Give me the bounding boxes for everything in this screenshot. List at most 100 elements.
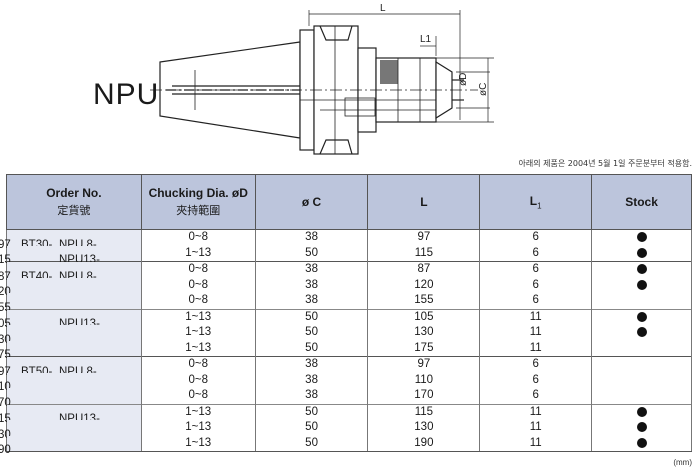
- stock-cell: [591, 325, 692, 341]
- stock-dot-icon: [636, 327, 647, 338]
- header-l: L: [367, 174, 481, 230]
- l-cell: 155: [367, 293, 481, 309]
- l-cell: 115: [367, 403, 481, 420]
- stock-cell: [591, 372, 692, 388]
- order-size: 110: [0, 381, 11, 394]
- l-cell: 97: [367, 356, 481, 373]
- order-cell: 190: [0, 435, 142, 456]
- l-cell: 115: [367, 245, 481, 262]
- l-cell: 170: [367, 388, 481, 404]
- spec-table-body: BT30-NPU 8-970~838976NPU13-1151~13501156…: [0, 229, 692, 456]
- chuck-cell: 1~13: [140, 325, 256, 341]
- header-order-sub: 定貨號: [57, 204, 91, 217]
- c-cell: 38: [254, 261, 369, 278]
- header-c: ø C: [254, 174, 369, 230]
- l1-cell: 6: [479, 261, 593, 278]
- l1-cell: 6: [479, 229, 593, 246]
- l1-cell: 11: [479, 308, 593, 325]
- order-size: 130: [0, 428, 11, 441]
- chuck-cell: 0~8: [140, 293, 256, 309]
- stock-dot-icon: [636, 279, 647, 290]
- header-chuck-sub: 夾持範圍: [176, 204, 221, 217]
- c-cell: 50: [254, 435, 369, 452]
- chuck-cell: 0~8: [140, 372, 256, 388]
- c-cell: 50: [254, 420, 369, 436]
- order-size: 175: [0, 349, 11, 362]
- dim-label-l: L: [380, 3, 386, 14]
- order-size: 115: [0, 254, 11, 267]
- order-cell: 175: [0, 340, 142, 361]
- header-chuck: Chucking Dia. øD 夾持範圍: [140, 174, 256, 230]
- dim-label-d: øD: [458, 73, 469, 86]
- model-name: NPU: [93, 78, 160, 111]
- order-size: 120: [0, 286, 11, 299]
- unit-label: (mm): [673, 458, 692, 467]
- c-cell: 38: [254, 356, 369, 373]
- c-cell: 38: [254, 372, 369, 388]
- order-size: 105: [0, 318, 11, 331]
- order-cell: NPU13-105: [0, 308, 142, 330]
- stock-cell: [591, 356, 692, 373]
- stock-dot-icon: [636, 232, 647, 243]
- stock-cell: [591, 340, 692, 357]
- l1-cell: 11: [479, 403, 593, 420]
- chuck-cell: 0~8: [140, 356, 256, 373]
- order-size: 170: [0, 396, 11, 409]
- stock-dot-icon: [636, 437, 647, 448]
- l1-cell: 6: [479, 356, 593, 373]
- order-cell: 155: [0, 293, 142, 314]
- order-size: 97: [0, 238, 11, 251]
- l1-cell: 6: [479, 245, 593, 262]
- l-cell: 130: [367, 420, 481, 436]
- dim-label-l1: L1: [420, 34, 432, 45]
- chuck-cell: 1~13: [140, 420, 256, 436]
- order-size: 115: [0, 413, 11, 426]
- order-cell: BT30-NPU 8-97: [0, 229, 142, 251]
- tool-holder-drawing: L L1 øD øC: [150, 3, 494, 155]
- order-cell: NPU13-115: [0, 245, 142, 266]
- stock-cell: [591, 277, 692, 293]
- c-cell: 50: [254, 340, 369, 357]
- chuck-cell: 1~13: [140, 245, 256, 262]
- stock-dot-icon: [636, 311, 647, 322]
- l1-cell: 6: [479, 388, 593, 404]
- chuck-cell: 0~8: [140, 388, 256, 404]
- order-cell: 130: [0, 325, 142, 346]
- header-chuck-label: Chucking Dia. øD: [148, 186, 248, 200]
- stock-dot-icon: [636, 247, 647, 258]
- order-size: 87: [0, 270, 11, 283]
- c-cell: 50: [254, 308, 369, 325]
- stock-dot-icon: [636, 422, 647, 433]
- spec-table: Order No. 定貨號 Chucking Dia. øD 夾持範圍 ø C …: [0, 174, 692, 456]
- header-order: Order No. 定貨號: [6, 174, 142, 230]
- header-l1-sub: 1: [537, 201, 542, 211]
- chuck-cell: 1~13: [140, 308, 256, 325]
- l-cell: 87: [367, 261, 481, 278]
- header-order-label: Order No.: [46, 186, 102, 200]
- header-stock: Stock: [591, 174, 692, 230]
- c-cell: 38: [254, 229, 369, 246]
- chuck-cell: 1~13: [140, 340, 256, 357]
- stock-cell: [591, 388, 692, 404]
- chuck-cell: 1~13: [140, 403, 256, 420]
- stock-cell: [591, 293, 692, 309]
- stock-cell: [591, 245, 692, 262]
- order-cell: NPU13-115: [0, 403, 142, 425]
- c-cell: 50: [254, 325, 369, 341]
- l-cell: 110: [367, 372, 481, 388]
- l1-cell: 11: [479, 420, 593, 436]
- order-size: 155: [0, 301, 11, 314]
- header-l1: L1: [479, 174, 593, 230]
